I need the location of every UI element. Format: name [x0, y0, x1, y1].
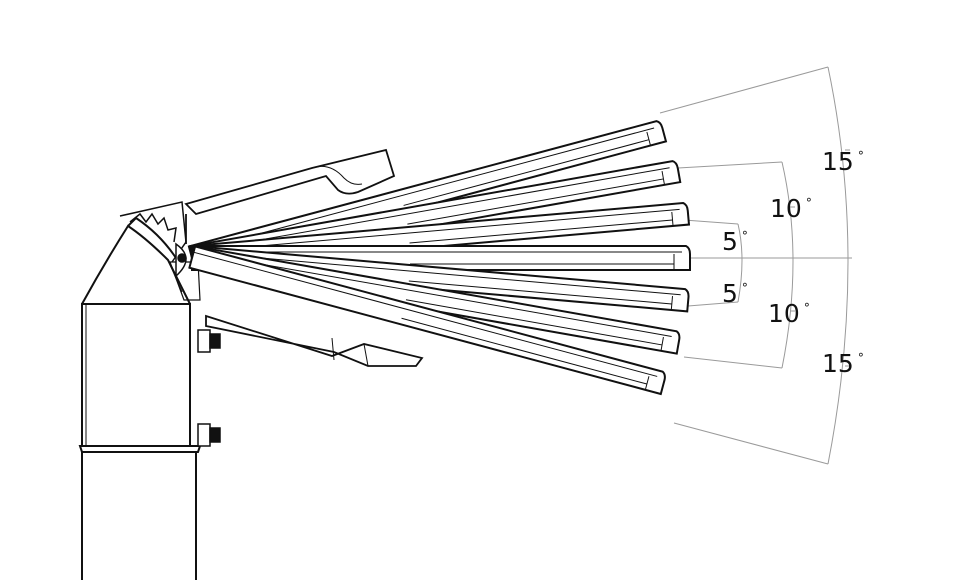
- driver-box-bottom: [205, 314, 424, 367]
- lamp-housing: [190, 244, 690, 313]
- label-upper-15: 15°: [822, 147, 864, 176]
- lamp-housing: [188, 245, 666, 396]
- clamp-bolts: [197, 329, 221, 447]
- extension-line-down-10: [683, 356, 783, 369]
- label-lower-15: 15°: [822, 349, 864, 378]
- extension-line-up-10: [677, 161, 783, 169]
- label-upper-10: 10°: [770, 194, 812, 223]
- extension-line-down-5: [687, 301, 739, 307]
- label-lower-10: 10°: [768, 299, 810, 328]
- lamp-housings: [187, 120, 691, 396]
- arc-10-degree: [781, 161, 794, 369]
- lamp-housing: [189, 245, 681, 355]
- extension-line-down-15: [673, 422, 829, 465]
- extension-line-up-15: [659, 66, 829, 114]
- extension-line-up-5: [683, 219, 739, 225]
- pivot-joint: [175, 242, 187, 278]
- pole: [78, 216, 202, 580]
- label-lower-5: 5°: [722, 279, 748, 308]
- label-upper-5: 5°: [722, 227, 748, 256]
- driver-box-top: [184, 148, 396, 244]
- arc-15-degree: [827, 66, 849, 465]
- angle-labels: 15° 10° 5° 5° 10° 15°: [722, 147, 864, 378]
- arc-5-degree: [737, 223, 743, 303]
